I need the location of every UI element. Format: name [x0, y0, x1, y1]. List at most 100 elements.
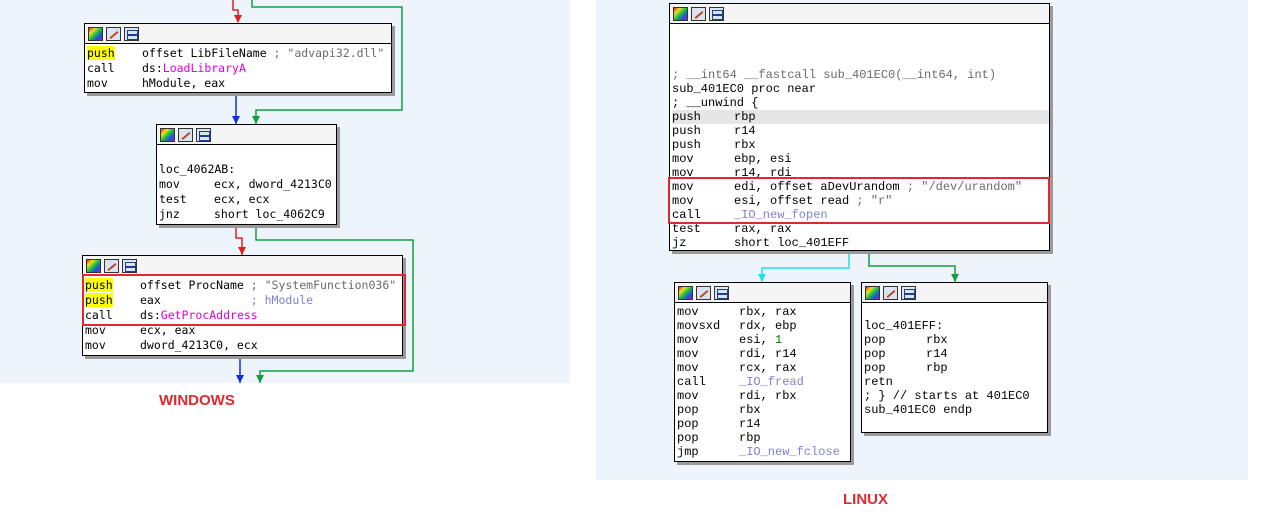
graph-overview-icon[interactable]	[196, 127, 211, 142]
function-signature-comment: ; __int64 __fastcall sub_401EC0(__int64,…	[672, 68, 997, 82]
color-palette-icon[interactable]	[86, 258, 101, 273]
mnemonic-text: pop	[864, 333, 886, 347]
instruction-line[interactable]: call_IO_new_fopen	[672, 208, 1049, 222]
color-palette-icon[interactable]	[160, 127, 175, 142]
pencil-icon[interactable]	[696, 285, 711, 300]
mnemonic-text: pop	[677, 403, 699, 417]
mnemonic: pop	[864, 333, 926, 347]
library-function: _IO_fread	[739, 375, 804, 389]
color-palette-icon[interactable]	[673, 6, 688, 21]
windows-caption: WINDOWS	[159, 392, 235, 409]
mnemonic-text: call	[672, 208, 701, 222]
pencil-icon[interactable]	[691, 6, 706, 21]
mnemonic-text: pop	[677, 431, 699, 445]
mnemonic-text: mov	[672, 152, 694, 166]
arrowhead-blue-out	[236, 375, 244, 383]
graph-overview-icon[interactable]	[714, 285, 729, 300]
operand: dword_4213C0, ecx	[140, 338, 258, 352]
instruction-line[interactable]: call_IO_fread	[677, 375, 850, 389]
mnemonic: push	[672, 110, 734, 124]
edge-green-main-right	[868, 251, 956, 282]
edge-cyan-main-left	[761, 251, 850, 282]
mnemonic: pop	[677, 417, 739, 431]
instruction-line[interactable]: test ecx, ecx	[159, 192, 336, 207]
pencil-icon[interactable]	[178, 127, 193, 142]
graph-overview-icon[interactable]	[124, 26, 139, 41]
mnemonic: mov	[85, 323, 140, 338]
instruction-line[interactable]: loc_401EFF:	[864, 319, 1047, 333]
pencil-icon[interactable]	[104, 258, 119, 273]
code-label: sub_401EC0 endp	[864, 403, 973, 417]
proc-declaration: sub_401EC0 proc near	[672, 82, 817, 96]
instruction-line[interactable]: ; } // starts at 401EC0	[864, 389, 1047, 403]
mnemonic-text: jnz	[159, 207, 180, 221]
mnemonic-text: mov	[672, 166, 694, 180]
mnemonic-text: retn	[864, 375, 893, 389]
color-palette-icon[interactable]	[678, 285, 693, 300]
graph-overview-icon[interactable]	[709, 6, 724, 21]
mnemonic-text: movsxd	[677, 319, 721, 333]
graph-overview-icon[interactable]	[122, 258, 137, 273]
linux-block-sub-401ec0[interactable]: ; __int64 __fastcall sub_401EC0(__int64,…	[669, 3, 1050, 251]
arrowhead-cyan-left	[758, 274, 766, 282]
operand: ecx, ecx	[214, 192, 270, 206]
pencil-icon[interactable]	[883, 285, 898, 300]
pencil-icon[interactable]	[106, 26, 121, 41]
color-palette-icon[interactable]	[865, 285, 880, 300]
edge-red-b2-b3	[235, 225, 243, 255]
mnemonic: jmp	[677, 445, 739, 459]
instruction-line[interactable]: retn	[864, 375, 1047, 389]
instruction-line[interactable]: sub_401EC0 endp	[864, 403, 1047, 417]
instruction-line[interactable]: loc_4062AB:	[159, 162, 336, 177]
instruction-line[interactable]: jmp_IO_new_fclose	[677, 445, 850, 459]
mnemonic-text: test	[159, 192, 187, 206]
mnemonic: test	[672, 222, 734, 236]
mnemonic: call	[85, 308, 140, 323]
mnemonic: movsxd	[677, 319, 739, 333]
linux-caption: LINUX	[843, 491, 888, 508]
arrowhead-green-out	[256, 375, 264, 383]
color-palette-icon[interactable]	[88, 26, 103, 41]
mnemonic: mov	[672, 166, 734, 180]
mnemonic: mov	[677, 361, 739, 375]
node-header	[85, 24, 391, 44]
graph-overview-icon[interactable]	[901, 285, 916, 300]
